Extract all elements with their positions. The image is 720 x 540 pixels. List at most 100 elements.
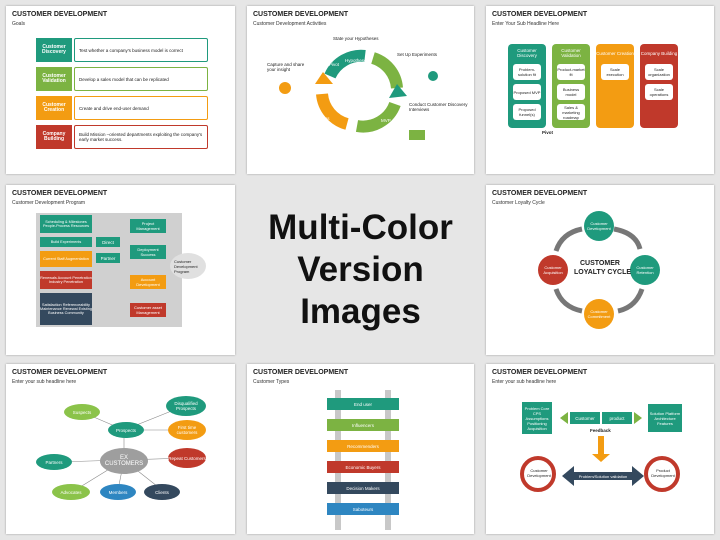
program-label: Customer Development Program bbox=[174, 259, 198, 274]
slide-stages[interactable]: CUSTOMER DEVELOPMENT Enter Your Sub Head… bbox=[486, 6, 714, 174]
slide-subtitle: Customer Loyalty Cycle bbox=[492, 200, 545, 206]
node-suspects: Suspects bbox=[64, 404, 100, 420]
node-disqualified: Disqualified Prospects bbox=[166, 396, 206, 416]
slide-title: CUSTOMER DEVELOPMENT bbox=[492, 190, 588, 197]
node-retention: Customer Retention bbox=[630, 255, 660, 285]
stage-head: Customer Validation bbox=[561, 48, 581, 58]
segment-hypotheses: Hypotheses bbox=[345, 58, 369, 63]
segment-metrics: Metrics bbox=[315, 116, 330, 121]
slide-title: CUSTOMER DEVELOPMENT bbox=[253, 11, 349, 18]
slide-problem-solution[interactable]: CUSTOMER DEVELOPMENT Enter your sub head… bbox=[486, 364, 714, 534]
stage-item: Proposed MVP bbox=[513, 84, 541, 100]
solution-box: Solution Platform Architecture Features bbox=[648, 404, 682, 432]
customer-type-rung: Economic Buyers bbox=[327, 461, 399, 473]
stage-item: Problem-solution fit bbox=[513, 64, 541, 80]
stage-item: Business model bbox=[557, 84, 585, 100]
proddev-label: Product Development bbox=[651, 468, 675, 478]
stage-head: Customer Discovery bbox=[517, 48, 537, 58]
label-capture: Capture and share your insight bbox=[267, 62, 305, 72]
customer-type-rung: Saboteurs bbox=[327, 503, 399, 515]
slide-network[interactable]: CUSTOMER DEVELOPMENT Enter your sub head… bbox=[6, 364, 235, 534]
pivot-label: Pivot bbox=[542, 130, 554, 135]
slide-title: CUSTOMER DEVELOPMENT bbox=[253, 369, 349, 376]
customer-type-rung: Influencers bbox=[327, 419, 399, 431]
flask-icon bbox=[428, 71, 438, 81]
slide-activities[interactable]: CUSTOMER DEVELOPMENT Customer Developmen… bbox=[247, 6, 474, 174]
node-firsttime: First time customers bbox=[168, 420, 206, 440]
loyalty-arrows bbox=[553, 226, 645, 314]
program-right-box: Customer asset Management bbox=[130, 303, 166, 317]
program-left-box: Renewals Account Penetration Industry Pe… bbox=[40, 271, 92, 289]
ladder-rail-left bbox=[335, 390, 341, 530]
center-title: Multi-Color Version Images bbox=[247, 185, 474, 355]
product-box: product bbox=[602, 412, 632, 424]
label-experiments: Set Up Experiments bbox=[397, 52, 438, 57]
stage-item: Sales & marketing roadmap bbox=[557, 104, 585, 120]
idea-icon bbox=[279, 82, 291, 94]
slide-title: CUSTOMER DEVELOPMENT bbox=[12, 11, 108, 18]
feedback-label: Feedback bbox=[590, 428, 611, 433]
goal-text: Build Mission –oriented departments expl… bbox=[74, 125, 208, 149]
ex-label-1: EX bbox=[119, 455, 128, 461]
node-clients: Clients bbox=[144, 484, 180, 500]
customer-type-rung: Decision Makers bbox=[327, 482, 399, 494]
program-left-box: Current Staff Augmentation bbox=[40, 251, 92, 267]
slide-subtitle: Enter your sub headline here bbox=[492, 379, 557, 385]
slide-subtitle: Customer Types bbox=[253, 379, 290, 385]
slide-title: CUSTOMER DEVELOPMENT bbox=[492, 11, 588, 18]
program-left-box: Satisfaction Referenceability Maintenanc… bbox=[40, 293, 92, 325]
stage-head: Company Building bbox=[640, 50, 678, 56]
goal-label: Company Building bbox=[36, 125, 72, 149]
segment-pivot: Pivot bbox=[329, 62, 340, 67]
ps-label: Problem/Solution validation bbox=[578, 474, 628, 479]
slide-subtitle: Enter Your Sub Headline Here bbox=[492, 21, 559, 27]
program-right-box: Project Management bbox=[130, 219, 166, 233]
node-acquisition: Customer Acquisition bbox=[538, 255, 568, 285]
slide-title: CUSTOMER DEVELOPMENT bbox=[492, 369, 588, 376]
slide-subtitle: Customer Development Activities bbox=[253, 21, 327, 27]
channel-box: Direct bbox=[96, 237, 120, 247]
goal-label: Customer Validation bbox=[36, 67, 72, 91]
goal-text: Create and drive end-user demand bbox=[74, 96, 208, 120]
node-partners: Partners bbox=[36, 454, 72, 470]
program-right-box: Deployment Success bbox=[130, 245, 166, 259]
problem-box: Problem Core CPS Assumptions Positioning… bbox=[522, 402, 552, 434]
stage-item: Proposed funnel(s) bbox=[513, 104, 541, 120]
ladder-rail-right bbox=[385, 390, 391, 530]
stage-item: Scale organization bbox=[645, 64, 673, 80]
goal-label: Customer Creation bbox=[36, 96, 72, 120]
stage-column bbox=[596, 44, 634, 128]
slide-title: CUSTOMER DEVELOPMENT bbox=[12, 369, 108, 376]
ps-graphics bbox=[520, 412, 680, 492]
customer-type-rung: End user bbox=[327, 398, 399, 410]
goal-text: Test whether a company's business model … bbox=[74, 38, 208, 62]
node-prospects: Prospects bbox=[108, 422, 144, 438]
slide-subtitle: Enter your sub headline here bbox=[12, 379, 77, 385]
slide-goals[interactable]: CUSTOMER DEVELOPMENT Goals Customer Disc… bbox=[6, 6, 235, 174]
slide-title: CUSTOMER DEVELOPMENT bbox=[12, 190, 108, 197]
customer-type-rung: Recommenders bbox=[327, 440, 399, 452]
center-line-1: Multi-Color bbox=[268, 208, 453, 247]
label-hypothesis: State your Hypotheses bbox=[333, 36, 379, 41]
slide-program[interactable]: CUSTOMER DEVELOPMENT Customer Developmen… bbox=[6, 185, 235, 355]
custdev-label: Customer Development bbox=[527, 468, 551, 478]
goal-label: Customer Discovery bbox=[36, 38, 72, 62]
ex-label-2: CUSTOMERS bbox=[104, 461, 144, 467]
loyalty-center-1: CUSTOMER bbox=[580, 260, 620, 267]
slide-loyalty[interactable]: CUSTOMER DEVELOPMENT Customer Loyalty Cy… bbox=[486, 185, 714, 355]
node-development: Customer Development bbox=[584, 211, 614, 241]
slide-subtitle: Goals bbox=[12, 21, 26, 27]
node-repeat: Repeat Customers bbox=[168, 448, 206, 468]
slide-customer-types[interactable]: CUSTOMER DEVELOPMENT Customer Types End … bbox=[247, 364, 474, 534]
stage-item: Product-market fit bbox=[557, 64, 585, 80]
program-right-box: Account Development bbox=[130, 275, 166, 289]
label-interviews: Conduct Customer Discovery Interviews bbox=[409, 102, 468, 112]
node-members: Members bbox=[100, 484, 136, 500]
channel-box: Partner bbox=[96, 253, 120, 263]
loyalty-center-2: LOYALTY CYCLE bbox=[574, 269, 632, 276]
activities-cycle bbox=[279, 49, 438, 140]
program-left-box: Scheduling & Milestones People-Process R… bbox=[40, 215, 92, 233]
program-ellipse bbox=[170, 253, 206, 279]
stage-item: Scale operations bbox=[645, 84, 673, 100]
stage-item: Scale execution bbox=[601, 64, 629, 80]
